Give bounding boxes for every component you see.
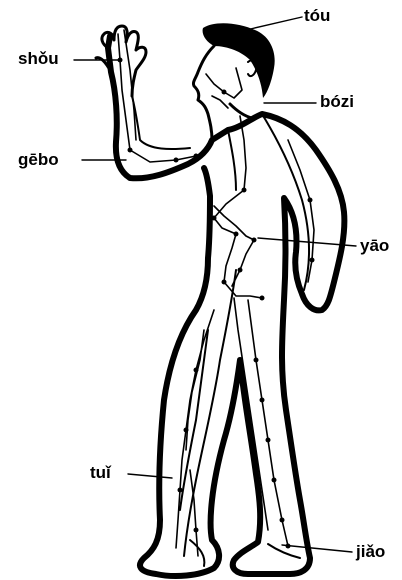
head-outline	[193, 46, 214, 140]
leader-tou	[246, 17, 302, 30]
label-tui: tuǐ	[90, 463, 111, 483]
back-leg-inner	[180, 330, 208, 510]
label-bozi: bózi	[320, 92, 354, 112]
body-outline	[108, 36, 344, 576]
label-yao: yāo	[360, 236, 389, 256]
label-shou: shǒu	[18, 49, 59, 69]
leader-tui	[128, 474, 172, 478]
neck-line	[230, 104, 252, 118]
torso-inner-line	[228, 130, 236, 190]
arm-inner-line	[132, 96, 190, 149]
label-tou: tóu	[304, 6, 330, 26]
label-jiao: jiǎo	[356, 542, 385, 562]
hair	[203, 23, 275, 98]
label-gebo: gēbo	[18, 150, 59, 170]
leader-jiao	[282, 545, 352, 552]
